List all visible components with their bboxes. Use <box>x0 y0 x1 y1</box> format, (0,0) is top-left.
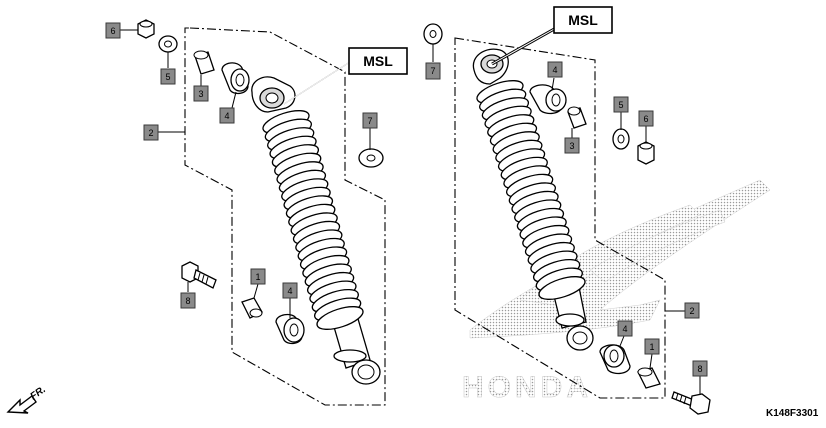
left-callout-box-4 <box>219 107 235 124</box>
left-collar-part-1 <box>241 297 263 319</box>
spring-coil <box>538 276 586 300</box>
left-callout-box-4-lower <box>282 282 298 299</box>
right-callout-box-6 <box>638 110 654 127</box>
diagram-code: K148F3301 <box>766 408 819 419</box>
right-callout-box-1 <box>644 338 660 355</box>
right-callout-box-3 <box>564 137 580 154</box>
front-arrow-icon <box>6 394 37 414</box>
right-callout-box-4-lower <box>617 320 633 337</box>
left-bush-part-4 <box>221 62 250 95</box>
left-msl-label: MSL <box>363 53 393 69</box>
left-callout-box-3 <box>193 85 209 102</box>
left-shock-absorber <box>251 76 381 385</box>
right-washer-part-5 <box>612 128 630 150</box>
left-callout-6: 6 <box>110 26 115 36</box>
left-callout-4: 4 <box>224 111 229 121</box>
right-callout-box-8 <box>692 360 708 377</box>
left-msl-label-box <box>348 47 408 75</box>
right-washer-part-7 <box>423 23 443 45</box>
left-callout-7: 7 <box>367 116 372 126</box>
right-msl-label-box <box>553 6 613 34</box>
left-bush-part-4-lower <box>275 313 305 345</box>
left-callout-box-1 <box>250 268 266 285</box>
left-callout-2: 2 <box>148 128 153 138</box>
right-callout-3: 3 <box>569 141 574 151</box>
left-assembly-outline <box>184 27 386 406</box>
left-callout-box-8 <box>180 292 196 309</box>
right-callout-4: 4 <box>552 65 557 75</box>
left-washer-part-7 <box>358 148 384 168</box>
left-callout-8: 8 <box>185 296 190 306</box>
right-callout-box-7 <box>425 62 441 80</box>
right-callout-box-5 <box>613 96 629 113</box>
left-callout-box-7 <box>362 112 378 129</box>
left-bolt-part-8 <box>181 261 217 289</box>
left-callout-5: 5 <box>165 72 170 82</box>
left-callout-box-5 <box>160 68 176 85</box>
right-callout-box-2 <box>684 302 700 319</box>
right-callout-1: 1 <box>649 342 654 352</box>
left-callout-box-2 <box>143 124 159 141</box>
right-nut-part-6 <box>637 141 655 165</box>
right-shock-absorber <box>472 48 594 351</box>
left-callout-3: 3 <box>198 89 203 99</box>
right-assembly-outline <box>454 37 666 399</box>
left-callout-box-6 <box>105 22 121 39</box>
honda-watermark-text: HONDA <box>462 371 592 404</box>
right-collar-part-1 <box>637 367 661 389</box>
right-callout-6: 6 <box>643 114 648 124</box>
left-callout-4-lower: 4 <box>287 286 292 296</box>
spring-coil <box>316 306 364 330</box>
right-callout-box-4 <box>547 61 563 78</box>
right-callout-4-lower: 4 <box>622 324 627 334</box>
right-bolt-part-8 <box>671 391 711 415</box>
right-collar-part-3 <box>567 106 587 129</box>
right-callout-7: 7 <box>430 66 435 76</box>
right-callout-2: 2 <box>689 306 694 316</box>
right-msl-label: MSL <box>568 12 598 28</box>
right-callout-8: 8 <box>697 364 702 374</box>
left-nut-part-6 <box>137 19 155 39</box>
left-collar-part-3 <box>193 50 215 75</box>
left-callout-1: 1 <box>255 272 260 282</box>
left-washer-part-5 <box>158 35 178 53</box>
right-bush-part-4 <box>529 84 567 115</box>
right-callout-5: 5 <box>618 100 623 110</box>
right-bush-part-4-lower <box>599 344 631 375</box>
